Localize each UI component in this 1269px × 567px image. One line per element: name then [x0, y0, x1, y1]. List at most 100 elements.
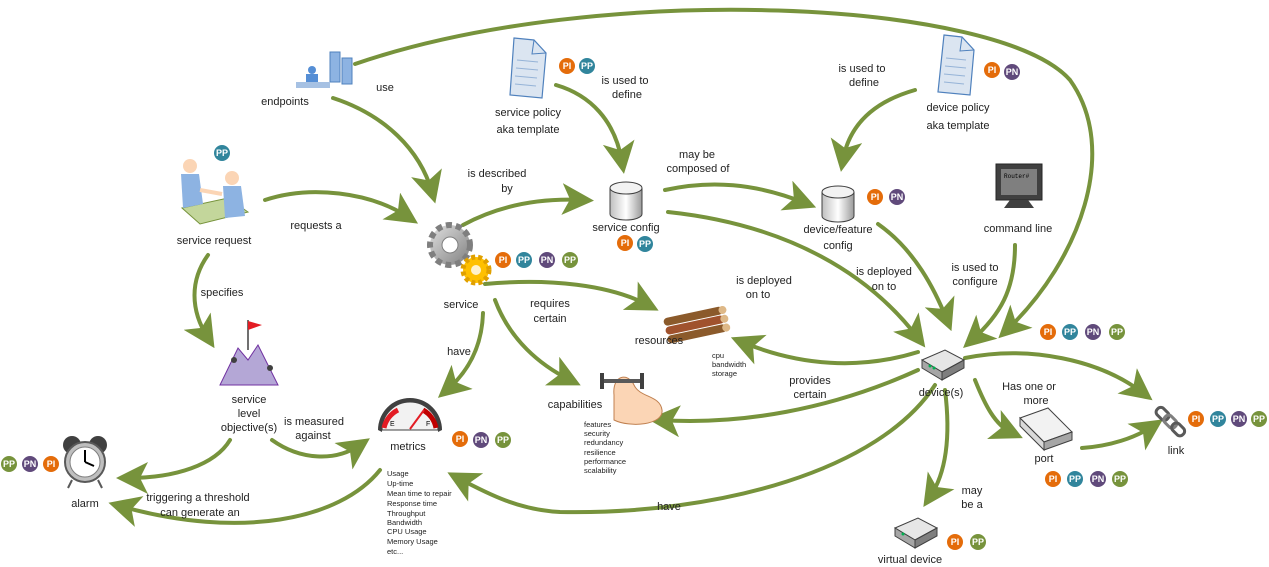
badge-pi: PI	[43, 456, 59, 472]
resources-item-storage: storage	[712, 369, 737, 378]
svg-text:PN: PN	[541, 255, 554, 265]
endpoints-icon	[296, 51, 353, 88]
svg-text:PP: PP	[564, 255, 576, 265]
svg-text:PN: PN	[1087, 327, 1100, 337]
metrics-label: metrics	[390, 441, 426, 453]
arrow-service-service-config	[461, 183, 594, 227]
capabilities-item: features	[584, 420, 611, 429]
svg-text:PN: PN	[1006, 67, 1019, 77]
slo-node: service level objective(s)	[219, 320, 279, 434]
svg-text:E: E	[390, 421, 395, 428]
svg-text:PP: PP	[518, 255, 530, 265]
capabilities-item: performance	[584, 457, 626, 466]
badge-pn: PN	[473, 432, 489, 448]
label-may-be: may be	[679, 149, 715, 161]
capabilities-item: security	[584, 429, 610, 438]
arrows	[108, 7, 1163, 527]
metrics-item: Response time	[387, 499, 437, 508]
gears-icon	[427, 222, 492, 286]
command-line-label: command line	[984, 223, 1052, 235]
badge-pp: PP	[214, 145, 230, 161]
link-label: link	[1168, 445, 1185, 457]
handshake-meeting-icon	[180, 159, 250, 225]
badge-pi: PI	[452, 431, 468, 447]
resources-item-cpu: cpu	[712, 351, 724, 360]
label-may: may	[962, 485, 983, 497]
label-specifies: specifies	[201, 287, 244, 299]
badge-pp-green: PP	[562, 252, 578, 268]
service-config-node: service config	[592, 181, 660, 234]
alarm-label: alarm	[71, 498, 99, 510]
label-be-a: be a	[961, 499, 983, 511]
svg-text:PI: PI	[951, 537, 960, 547]
service-config-label: service config	[592, 222, 659, 234]
terminal-monitor-icon: Router#	[995, 163, 1043, 208]
svg-text:PP: PP	[1069, 474, 1081, 484]
slo-label-3: objective(s)	[221, 422, 277, 434]
label-is-measured: is measured	[284, 416, 344, 428]
badge-pi: PI	[1188, 411, 1204, 427]
command-line-node: Router# command line	[984, 163, 1052, 235]
arrow-devices-resources	[730, 334, 920, 366]
endpoints-node: endpoints	[261, 51, 353, 108]
endpoints-label: endpoints	[261, 96, 309, 108]
gauge-icon: E F	[378, 398, 442, 432]
badge-pp: PP	[1210, 411, 1226, 427]
label-requests-a: requests a	[290, 220, 342, 232]
svg-text:PP: PP	[639, 239, 651, 249]
arrow-slo-metrics	[270, 438, 370, 470]
chain-link-icon	[1154, 405, 1187, 438]
label-is-deployed-2b: on to	[872, 281, 896, 293]
label-against: against	[295, 430, 330, 442]
badge-pi: PI	[947, 534, 963, 550]
badge-pn: PN	[1085, 324, 1101, 340]
badge-pp-green: PP	[1112, 471, 1128, 487]
label-is-used-to-define-2b: define	[849, 77, 879, 89]
arrow-endpoints-devices	[353, 7, 1095, 339]
svg-text:PP: PP	[972, 537, 984, 547]
svg-text:PI: PI	[621, 238, 630, 248]
svg-text:F: F	[426, 421, 430, 428]
metrics-item: etc...	[387, 547, 403, 556]
alarm-clock-icon	[63, 436, 107, 489]
svg-text:PP: PP	[1212, 414, 1224, 424]
metrics-list: Usage Up-time Mean time to repair Respon…	[387, 469, 452, 556]
slo-label-2: level	[238, 408, 261, 420]
arrow-device-config-devices	[876, 222, 955, 332]
port-node: port	[1019, 407, 1073, 465]
arrow-devices-virtual-device	[923, 388, 955, 507]
svg-text:PN: PN	[891, 192, 904, 202]
label-has-one-or: Has one or	[1002, 381, 1056, 393]
virtual-device-node: virtual device	[878, 517, 942, 566]
svg-text:PI: PI	[1049, 474, 1058, 484]
capabilities-list: features security redundancy resilience …	[584, 420, 626, 475]
badge-pp-green: PP	[495, 432, 511, 448]
badge-pn: PN	[1231, 411, 1247, 427]
label-certain: certain	[533, 313, 566, 325]
badge-pp-green: PP	[1251, 411, 1267, 427]
metrics-item: Mean time to repair	[387, 489, 452, 498]
svg-text:PP: PP	[3, 459, 15, 469]
svg-text:PP: PP	[1253, 414, 1265, 424]
arrow-devices-metrics	[447, 383, 937, 515]
device-feature-config-label-1: device/feature	[803, 224, 872, 236]
service-request-node: service request	[177, 159, 251, 247]
device-feature-config-node: device/feature config	[803, 185, 873, 252]
arrow-service-request-slo	[183, 253, 215, 349]
service-policy-node: service policy aka template	[495, 37, 562, 136]
arrow-command-line-devices	[963, 243, 1017, 348]
logs-stack-icon	[663, 305, 731, 344]
document-icon	[509, 37, 547, 99]
arrow-slo-alarm	[116, 438, 232, 494]
metrics-node: E F metrics Usage Up-time Mean time to r…	[378, 398, 452, 556]
arrow-port-link	[1080, 419, 1163, 451]
service-node: service	[427, 222, 492, 311]
arrow-endpoints-service	[331, 96, 442, 204]
svg-text:Router#: Router#	[1004, 173, 1030, 180]
label-have-2: have	[657, 501, 681, 513]
arrow-service-config-device-config	[663, 180, 817, 211]
service-policy-label-1: service policy	[495, 107, 562, 119]
badge-pi: PI	[984, 62, 1000, 78]
